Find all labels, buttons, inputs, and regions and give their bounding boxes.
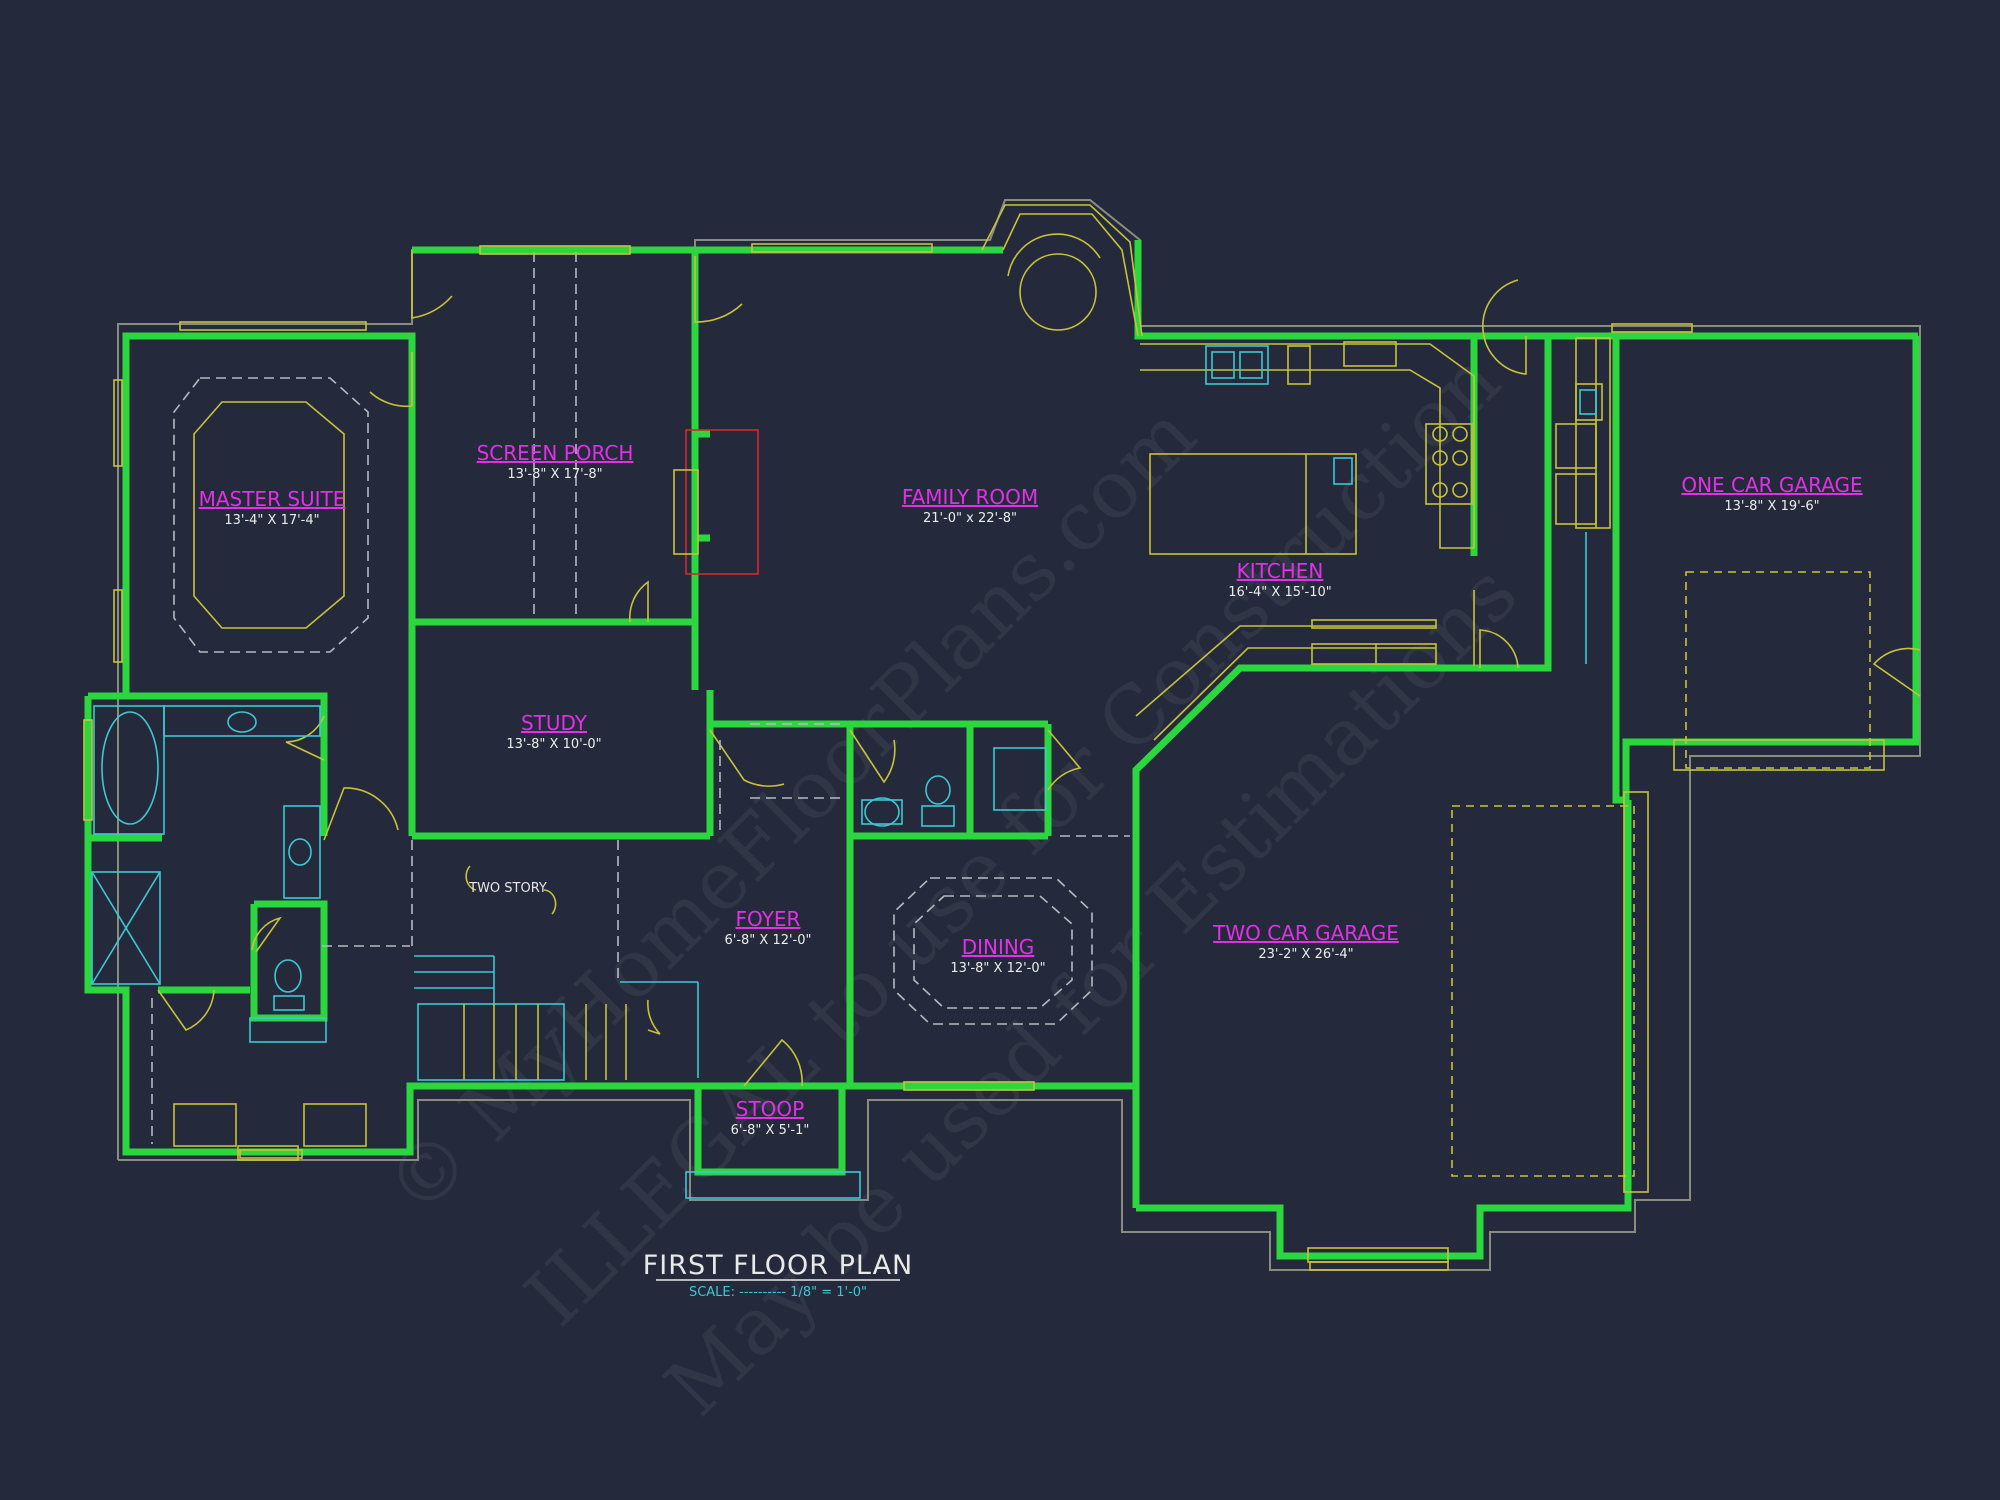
foyer-dim: 6'-8" X 12'-0" [724,933,811,948]
master-suite-tray-ceiling [173,377,369,653]
screen-porch-dim: 13'-8" X 17'-8" [507,467,602,482]
kitchen-cabinets [1135,341,1475,741]
study-dim: 13'-8" X 10'-0" [506,737,601,752]
master-suite-label: MASTER SUITE [199,487,346,511]
plan-title-block: FIRST FLOOR PLAN SCALE: ---------- 1/8" … [643,1250,914,1300]
windows [83,243,1693,1271]
screen-porch-label: SCREEN PORCH [477,441,634,465]
bay-window [981,204,1143,337]
two-car-garage-label: TWO CAR GARAGE [1212,921,1399,945]
plan-scale: SCALE: ---------- 1/8" = 1'-0" [689,1285,867,1300]
dining-dim: 13'-8" X 12'-0" [950,961,1045,976]
dining-tray-ceiling [893,877,1093,1025]
master-closet [151,945,410,1161]
family-room-label: FAMILY ROOM [902,485,1038,509]
two-story-note: TWO STORY [468,881,547,896]
powder-room-fixtures [719,723,1130,837]
kitchen-label: KITCHEN [1237,559,1324,583]
plan-title: FIRST FLOOR PLAN [643,1250,914,1281]
doors [157,250,1921,1087]
screen-porch-beams [533,252,577,620]
master-suite-dim: 13'-4" X 17'-4" [224,513,319,528]
one-car-garage-dim: 13'-8" X 19'-6" [1724,499,1819,514]
stoop-label: STOOP [736,1097,804,1121]
garage-car-outlines [1307,571,1885,1263]
foyer-label: FOYER [736,907,801,931]
watermark-line-3: May be used for Estimations [648,546,1535,1433]
study-label: STUDY [521,711,588,735]
mudroom-laundry [1555,337,1611,664]
two-car-garage-dim: 23'-2" X 26'-4" [1258,947,1353,962]
exterior-wall-hatch [117,199,1921,1271]
dining-label: DINING [962,935,1035,959]
one-car-garage-label: ONE CAR GARAGE [1681,473,1862,497]
room-labels: MASTER SUITE 13'-4" X 17'-4" SCREEN PORC… [199,441,1863,1138]
master-bath-fixtures [91,705,327,1043]
staircase [411,840,699,1081]
kitchen-dim: 16'-4" X 15'-10" [1228,585,1332,600]
family-room-dim: 21'-0" x 22'-8" [923,511,1017,526]
stoop-dim: 6'-8" X 5'-1" [731,1123,810,1138]
fireplace [673,429,759,575]
